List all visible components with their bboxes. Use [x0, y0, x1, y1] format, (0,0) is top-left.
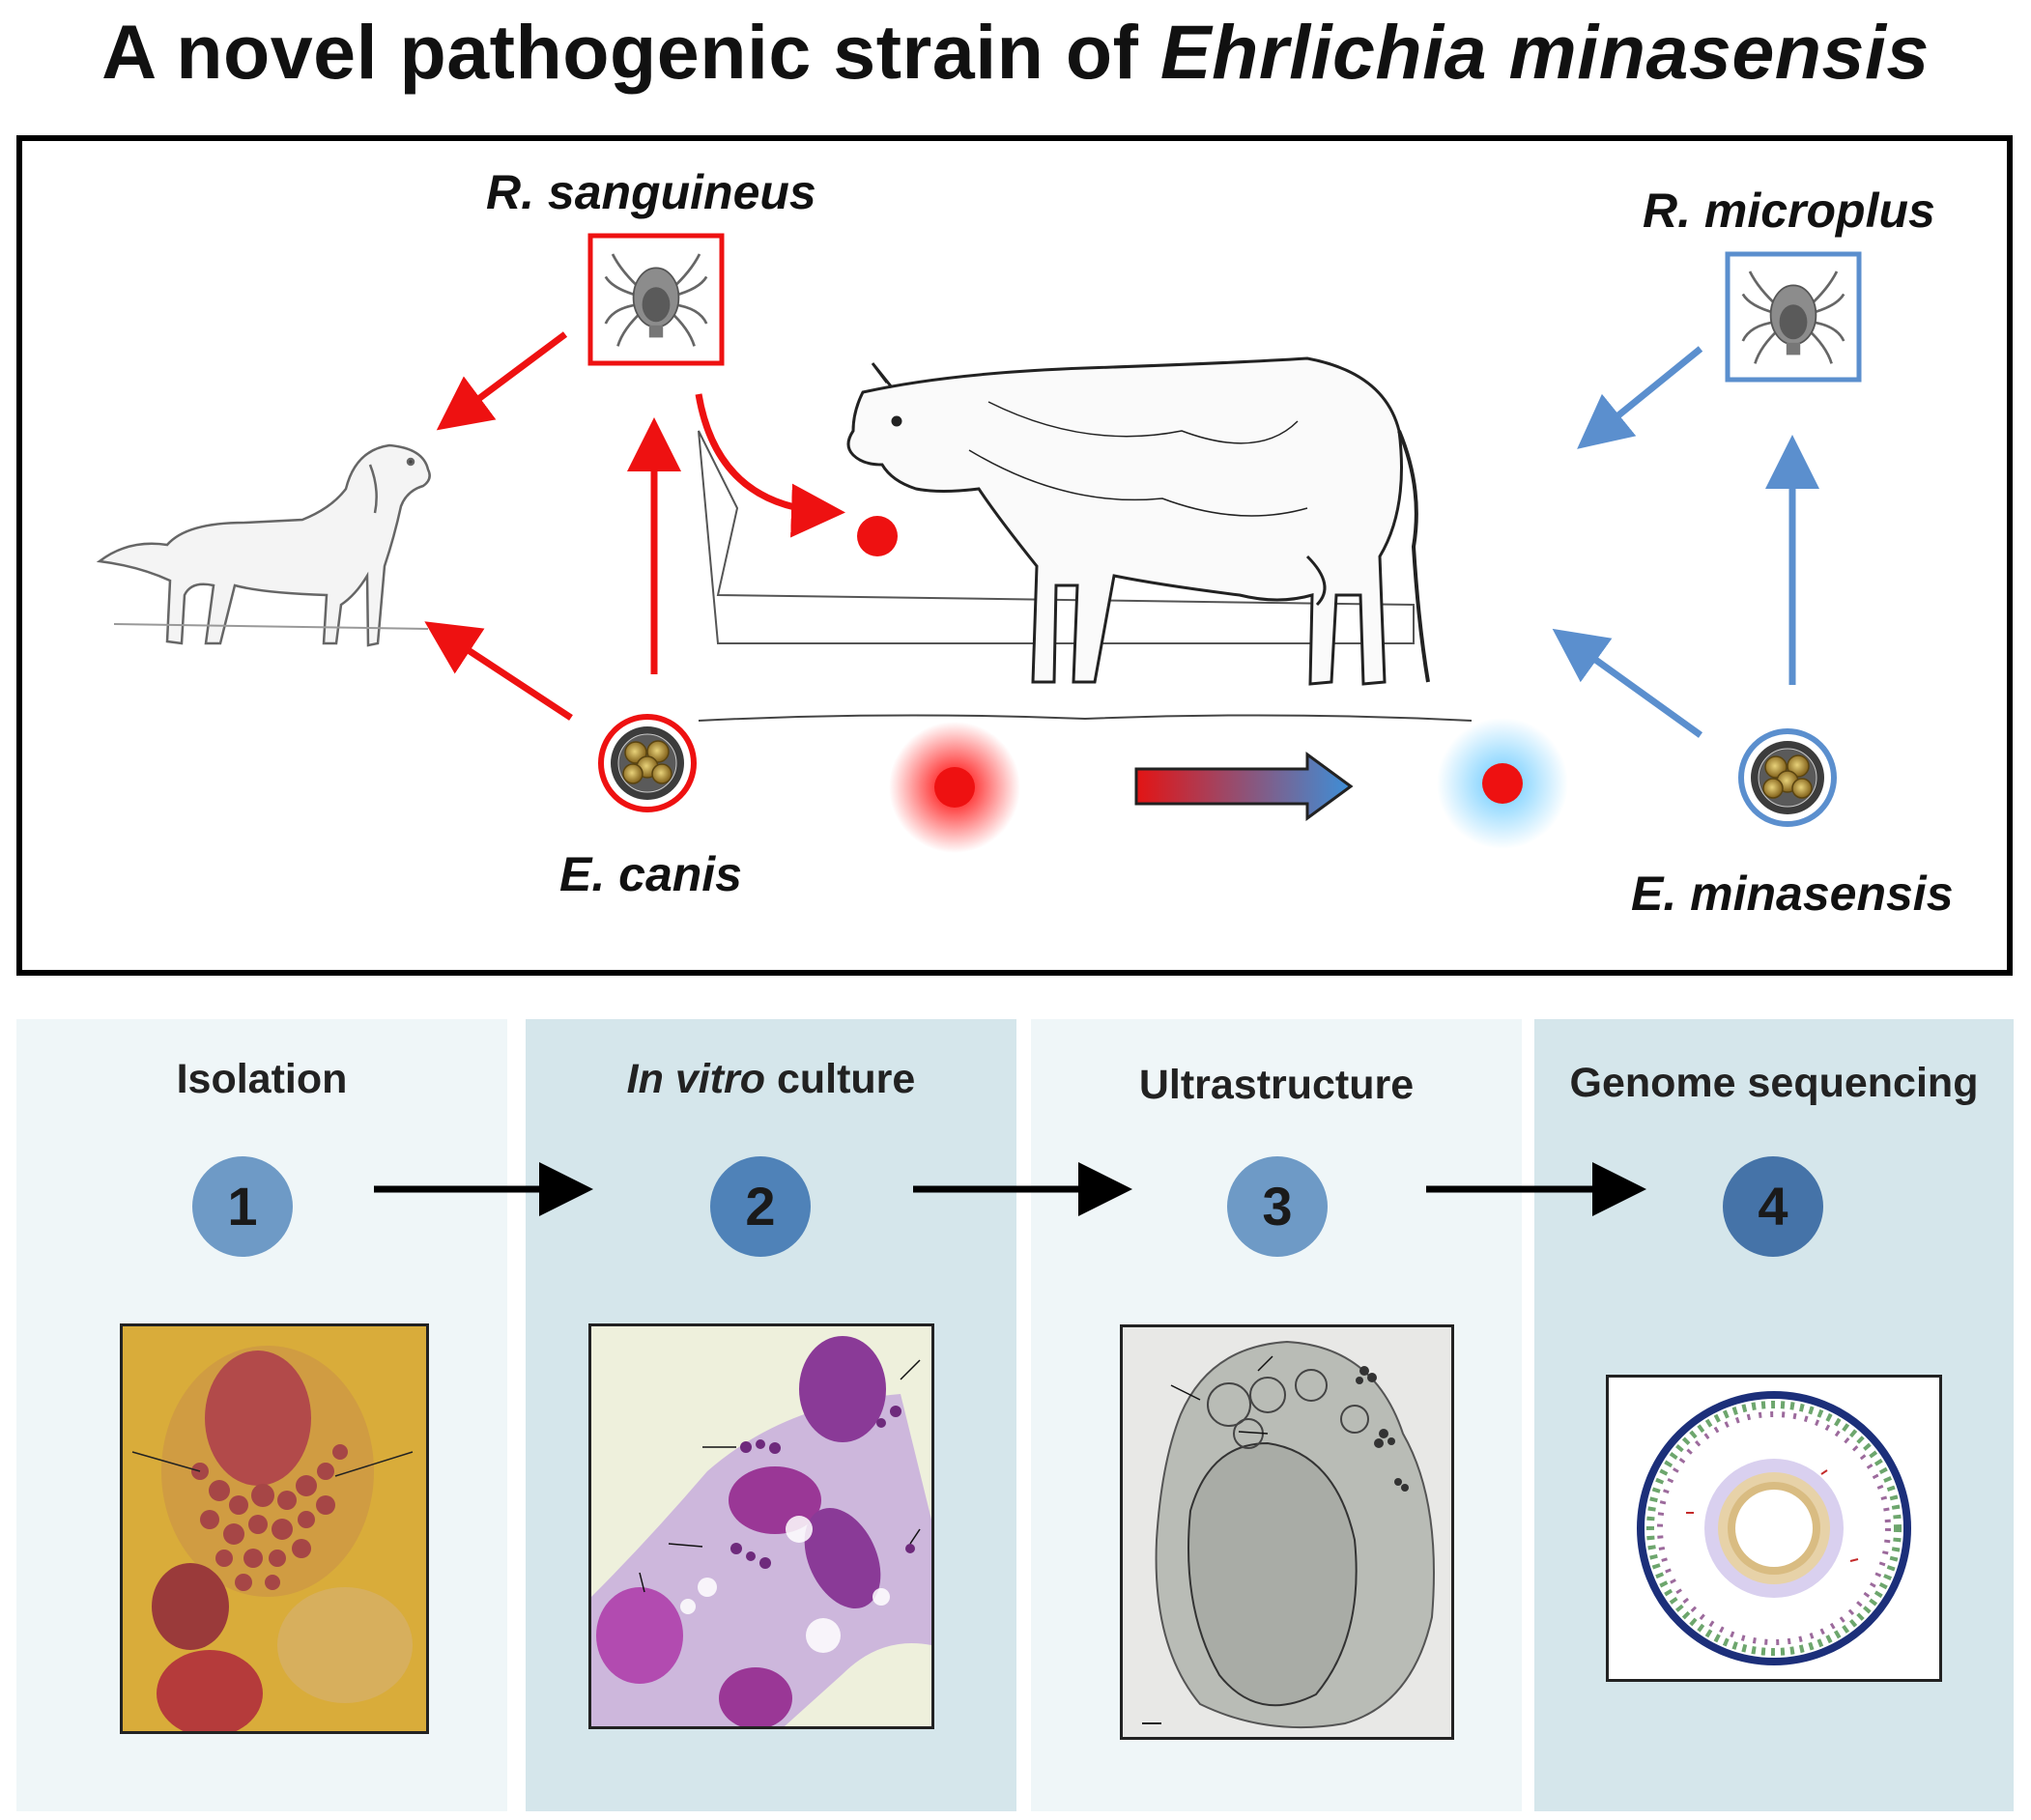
page-title: A novel pathogenic strain of Ehrlichia m… [0, 8, 2031, 97]
e-canis-morula [598, 714, 697, 812]
red-dot-cow [857, 516, 898, 556]
arrow-tick-to-dog [436, 331, 568, 431]
label-e-minasensis: E. minasensis [1631, 867, 1954, 921]
gradient-arrow-icon [1134, 752, 1354, 821]
label-r-microplus: R. microplus [1643, 184, 1935, 238]
step-title-italic: In vitro [626, 1056, 766, 1102]
e-minasensis-morula [1738, 728, 1837, 827]
red-dot-blue-glow [1482, 763, 1523, 804]
step-title-in-vitro-culture: In vitro culture [526, 1056, 1016, 1103]
step-title-genome-sequencing: Genome sequencing [1569, 1060, 1979, 1106]
arrow-tick-to-cow [695, 393, 845, 538]
label-e-canis: E. canis [559, 847, 742, 901]
cow-illustration [698, 356, 1473, 722]
genome-map [1606, 1375, 1942, 1682]
step-number-4: 4 [1723, 1156, 1823, 1257]
step-number-1: 1 [192, 1156, 293, 1257]
transmission-panel: R. sanguineus R. microplus E. canis E. m… [16, 135, 2013, 976]
red-dot-glow [934, 767, 975, 808]
morula-icon [1762, 754, 1813, 799]
step-title-isolation: Isolation [176, 1056, 348, 1102]
morula-icon [622, 740, 672, 784]
step-number-3: 3 [1227, 1156, 1328, 1257]
step-in-vitro-culture: In vitro culture 2 [526, 1019, 1016, 1811]
r-microplus-tick-box [1725, 251, 1862, 383]
step-number-2: 2 [710, 1156, 811, 1257]
red-transmission-arrows [424, 331, 845, 721]
step-title-ultrastructure: Ultrastructure [1138, 1062, 1415, 1108]
title-prefix: A novel pathogenic strain of [101, 9, 1160, 95]
arrow-ecanis-to-dog [424, 621, 573, 721]
r-sanguineus-tick-box [587, 233, 725, 366]
label-r-sanguineus: R. sanguineus [486, 165, 816, 219]
culture-micrograph [588, 1323, 934, 1729]
isolation-micrograph [120, 1323, 429, 1734]
ultrastructure-micrograph [1120, 1324, 1454, 1740]
step-genome-sequencing: Genome sequencing 4 [1534, 1019, 2014, 1811]
step-title-rest: culture [765, 1056, 916, 1102]
title-species: Ehrlichia minasensis [1159, 9, 1930, 95]
dog-illustration [96, 443, 431, 647]
transmission-diagram [96, 233, 1862, 853]
blue-transmission-arrows [1552, 346, 1819, 738]
step-ultrastructure: Ultrastructure 3 [1031, 1019, 1522, 1811]
arrow-eminasensis-to-cow [1552, 628, 1703, 738]
step-isolation: Isolation 1 [16, 1019, 507, 1811]
arrow-tick-to-cow-blue [1577, 346, 1703, 449]
